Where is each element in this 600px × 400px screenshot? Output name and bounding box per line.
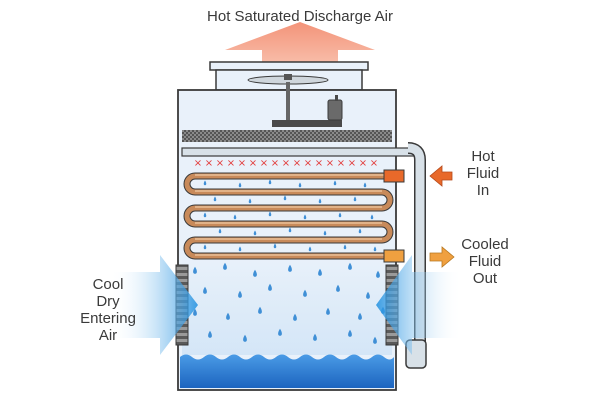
spray-x-mark: × (271, 158, 279, 169)
spray-x-mark: × (238, 158, 246, 169)
water-droplet (268, 283, 272, 291)
spray-x-mark: × (337, 158, 345, 169)
water-droplet (193, 266, 197, 274)
water-droplet (253, 230, 257, 236)
water-droplet (373, 336, 377, 344)
water-droplet (348, 262, 352, 270)
water-droplet (213, 196, 217, 202)
inlet-fitting (383, 169, 405, 183)
water-droplet (323, 230, 327, 236)
water-droplet (373, 246, 377, 252)
water-droplet (370, 214, 374, 220)
water-droplet (278, 328, 282, 336)
cooled-fluid-out-label: Cooled Fluid Out (461, 236, 509, 287)
water-droplet (218, 228, 222, 234)
spray-x-mark: × (194, 158, 202, 169)
water-droplet (288, 264, 292, 272)
water-droplet (273, 243, 277, 249)
water-droplet (203, 286, 207, 294)
water-droplet (208, 330, 212, 338)
water-droplet (336, 284, 340, 292)
water-droplet (366, 291, 370, 299)
drift-eliminator (182, 130, 392, 142)
water-droplet (203, 212, 207, 218)
water-droplet (308, 246, 312, 252)
water-droplet (293, 313, 297, 321)
water-droplet (203, 180, 207, 186)
water-droplet (268, 211, 272, 217)
hot-fluid-in-arrow (429, 165, 453, 187)
water-droplet (333, 180, 337, 186)
spray-x-mark: × (348, 158, 356, 169)
water-droplet (313, 333, 317, 341)
water-droplet (258, 306, 262, 314)
spray-x-mark: × (205, 158, 213, 169)
spray-header (181, 147, 415, 157)
water-droplet (243, 334, 247, 342)
heat-exchange-coil (183, 172, 394, 260)
water-droplet (303, 289, 307, 297)
water-droplet (376, 270, 380, 278)
entering-air-arrow-right (376, 255, 462, 355)
spray-x-mark: × (370, 158, 378, 169)
water-droplet (318, 268, 322, 276)
water-droplet (363, 182, 367, 188)
spray-x-mark: × (282, 158, 290, 169)
water-droplet (288, 227, 292, 233)
spray-x-mark: × (304, 158, 312, 169)
water-droplet (353, 196, 357, 202)
water-droplet (238, 182, 242, 188)
water-droplet (318, 198, 322, 204)
water-droplet (226, 312, 230, 320)
fan-motor (272, 82, 343, 127)
cool-dry-entering-air-label: Cool Dry Entering Air (80, 276, 136, 344)
cooled-fluid-out-arrow (429, 246, 455, 268)
fill-zone (182, 255, 392, 355)
entering-air-arrow-left (110, 255, 198, 355)
water-droplet (358, 228, 362, 234)
water-droplet (303, 214, 307, 220)
recirculation-pipe (405, 142, 427, 369)
water-droplet (238, 290, 242, 298)
water-droplets (193, 179, 385, 344)
spray-x-mark: × (260, 158, 268, 169)
spray-x-mark: × (293, 158, 301, 169)
hot-fluid-in-label: Hot Fluid In (466, 148, 500, 199)
water-droplet (326, 307, 330, 315)
water-basin (180, 354, 394, 388)
spray-x-mark: × (326, 158, 334, 169)
spray-nozzles: ××××××××××××××××× (194, 158, 378, 169)
water-droplet (233, 214, 237, 220)
spray-x-mark: × (227, 158, 235, 169)
spray-x-mark: × (216, 158, 224, 169)
outlet-fitting (383, 249, 405, 263)
water-droplet (343, 244, 347, 250)
water-droplet (348, 329, 352, 337)
water-droplet (248, 198, 252, 204)
water-droplet (268, 179, 272, 185)
spray-x-mark: × (249, 158, 257, 169)
spray-x-mark: × (315, 158, 323, 169)
water-droplet (253, 269, 257, 277)
discharge-air-label: Hot Saturated Discharge Air (207, 8, 393, 25)
water-droplet (193, 308, 197, 316)
fan-stack (209, 61, 369, 91)
water-droplet (238, 246, 242, 252)
water-droplet (298, 182, 302, 188)
water-droplet (283, 195, 287, 201)
water-droplet (223, 262, 227, 270)
spray-x-mark: × (359, 158, 367, 169)
water-droplet (203, 244, 207, 250)
water-droplet (358, 312, 362, 320)
water-droplet (338, 212, 342, 218)
